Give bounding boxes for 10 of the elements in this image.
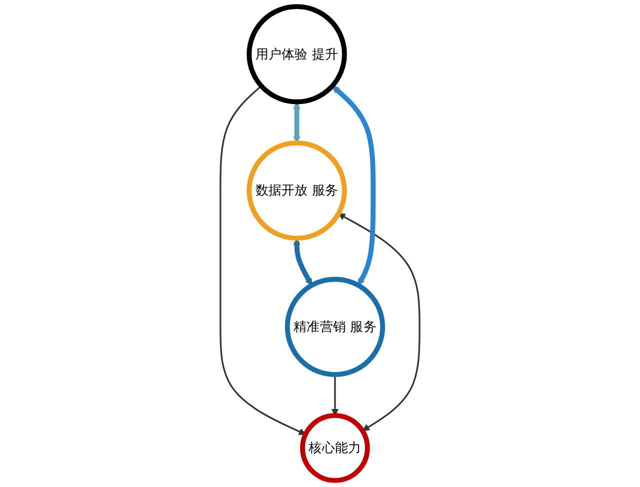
- node-circle: 精准营销 服务: [284, 276, 386, 377]
- node-circle: 数据开放 服务: [246, 140, 347, 241]
- arrow: [332, 86, 376, 286]
- node-circle: 用户体验 提升: [246, 4, 347, 104]
- arrow: [338, 213, 420, 431]
- arrow: [220, 85, 306, 435]
- arrow: [293, 238, 312, 286]
- node-circle: 核心能力: [300, 413, 370, 483]
- arrow: [293, 102, 300, 144]
- arrow: [331, 374, 339, 416]
